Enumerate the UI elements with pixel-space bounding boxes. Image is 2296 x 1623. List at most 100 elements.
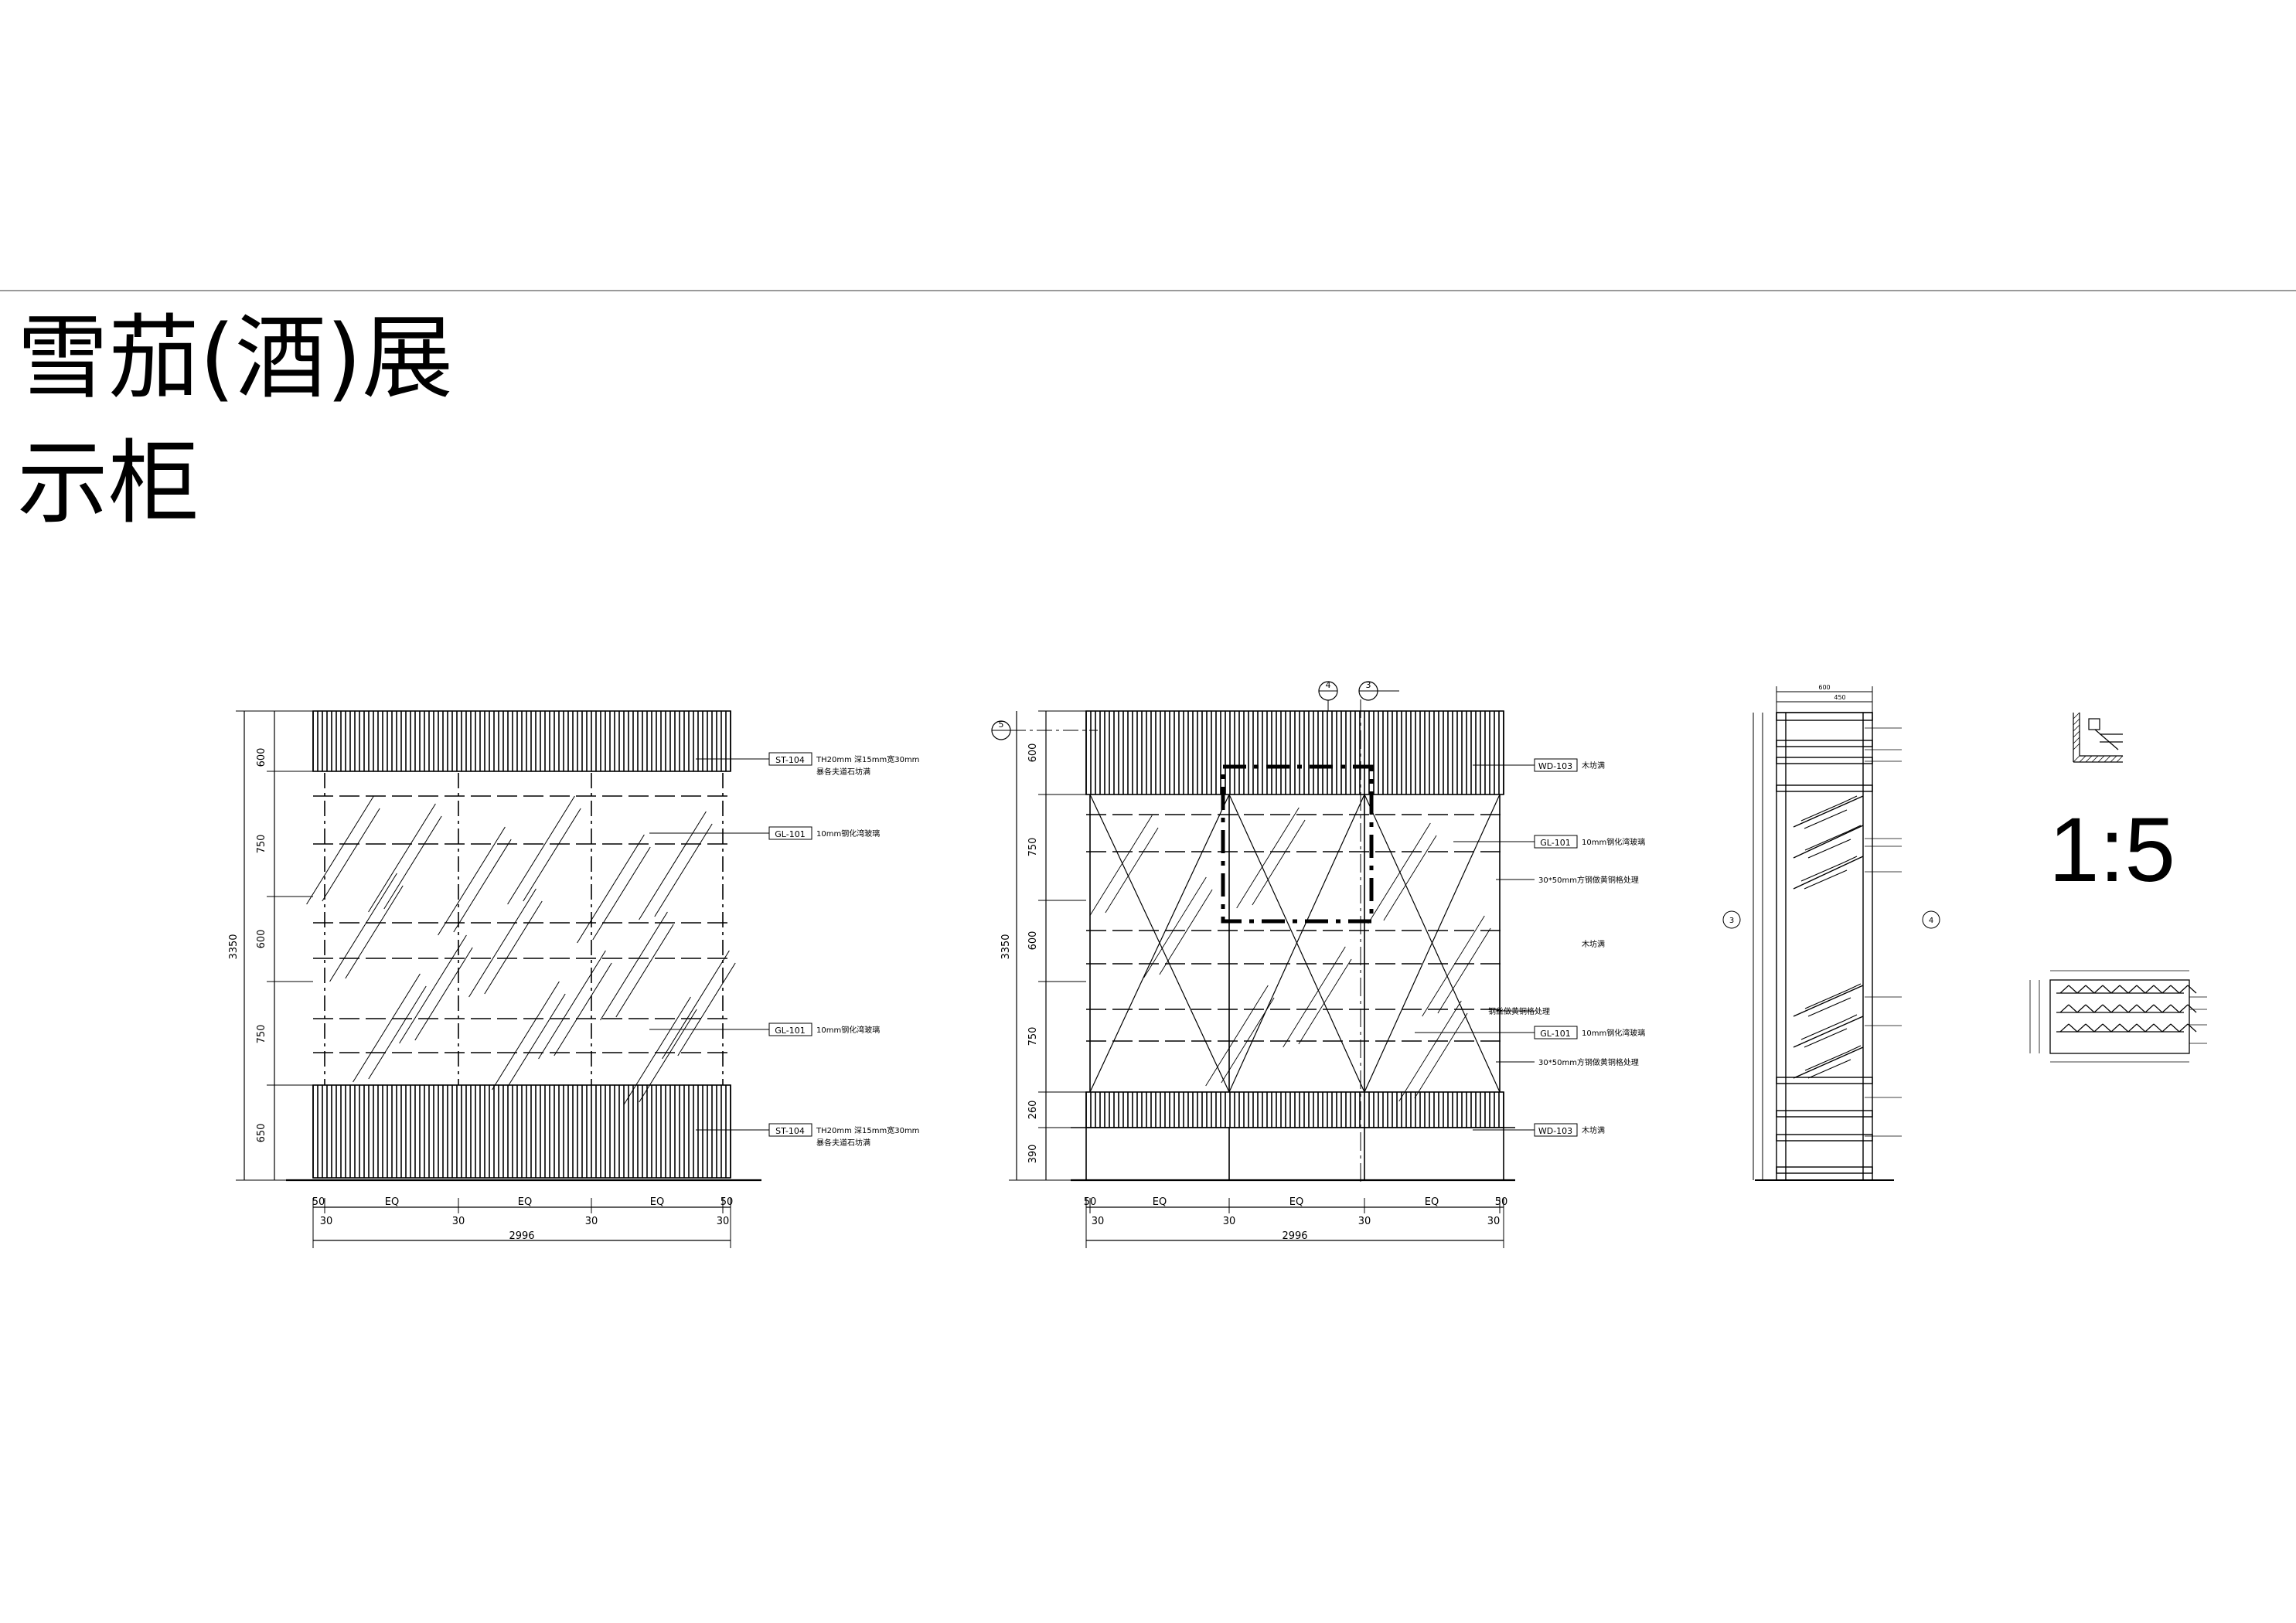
rack-arc-line — [2136, 1004, 2146, 1013]
glass-hatch-line — [1089, 815, 1153, 917]
glass-hatch-line — [322, 808, 380, 902]
lattice-line — [1228, 794, 1298, 944]
glass-hatch-line — [1236, 807, 1300, 909]
bottle-line — [1804, 809, 1848, 829]
elevation-a-dim-total-width: 2996 — [509, 1230, 534, 1242]
glass-hatch-line — [1298, 958, 1352, 1045]
lattice-line — [1431, 942, 1501, 1093]
elevation-b-dim-h-5: 50 — [1495, 1196, 1508, 1208]
glass-hatch-line — [1422, 915, 1485, 1017]
detail-hatch-line — [2110, 755, 2117, 763]
rack-arc-line — [2093, 985, 2104, 994]
elevation-a-dim-total-height: 3350 — [228, 934, 240, 959]
elevation-b-dim-h-3: EQ — [1289, 1196, 1303, 1208]
rack-arc-line — [2161, 1004, 2172, 1013]
rack-arc-line — [2178, 1023, 2189, 1033]
glass-hatch-line — [662, 950, 730, 1060]
detail-hatch-line — [2085, 755, 2093, 763]
elevation-b-dim-h-1: 50 — [1084, 1196, 1097, 1208]
rack-arc-line — [2102, 985, 2112, 994]
bottle-line — [1807, 839, 1851, 859]
detail-hatch-line — [2073, 718, 2080, 726]
elevation-a-callout-text-4: TH20mm 深15mm宽30mm — [816, 1125, 919, 1135]
elevation-b-callout-text-1: 木坊满 — [1582, 760, 1605, 771]
lattice-line — [1159, 794, 1230, 944]
elevation-a-dim-m-3: 30 — [585, 1216, 598, 1227]
bottle-line — [1800, 1020, 1845, 1040]
glass-hatch-line — [538, 950, 606, 1060]
glass-hatch-line — [600, 911, 668, 1021]
elevation-a-labels: 600 750 600 750 650 3350 50 EQ EQ EQ 50 … — [228, 748, 919, 1242]
section-c-marker-1: 3 — [1729, 917, 1734, 925]
elevation-a-dim-v-5: 650 — [256, 1124, 267, 1143]
glass-hatch-line — [577, 834, 645, 944]
rack-arc-line — [2119, 1023, 2129, 1033]
detail-hatch-line — [2073, 755, 2080, 763]
glass-hatch-line — [654, 823, 713, 917]
elevation-a-dim-m-1: 30 — [320, 1216, 333, 1227]
bottle-line — [1804, 1028, 1848, 1048]
elevation-a-callout-text-4b: 暴各夫道石坊满 — [816, 1138, 870, 1148]
elevation-a-dim-h-4: EQ — [650, 1196, 664, 1208]
elevation-b-dim-h-4: EQ — [1425, 1196, 1439, 1208]
bottle-line — [1843, 795, 1858, 803]
elevation-a — [236, 710, 812, 1248]
elevation-b-dim-h-2: EQ — [1153, 1196, 1167, 1208]
glass-hatch-line — [438, 826, 506, 936]
glass-hatch-line — [368, 985, 427, 1080]
bottle-line — [1804, 989, 1848, 1009]
glass-hatch-line — [414, 947, 473, 1041]
elevation-b-callout-text-7: 30*50mm方钢做黄铜格处理 — [1538, 1057, 1639, 1067]
rack-arc-line — [2110, 985, 2121, 994]
glass-hatch-line — [1252, 819, 1306, 906]
rack-arc-line — [2161, 1023, 2172, 1033]
bottle-line — [1843, 1014, 1858, 1022]
rack-arc-line — [2144, 1023, 2155, 1033]
elevation-b-dim-total-height: 3350 — [1000, 934, 1012, 959]
elevation-a-callout-tag-1: ST-104 — [775, 755, 805, 765]
elevation-b-dim-v-2: 750 — [1027, 838, 1039, 857]
elevation-b-dim-total-width: 2996 — [1282, 1230, 1307, 1242]
glass-hatch-line — [1143, 876, 1207, 978]
bottle-line — [1804, 869, 1848, 890]
elevation-b-labels: 4 3 5 600 750 600 750 260 390 3350 50 EQ… — [999, 680, 1646, 1242]
glass-hatch-line — [1383, 835, 1437, 921]
lattice-line — [1364, 794, 1433, 944]
elevation-b-dim-m-2: 30 — [1223, 1216, 1236, 1227]
rack-arc-line — [2068, 985, 2078, 994]
elevation-a-dim-h-1: 50 — [312, 1196, 325, 1208]
lattice-line — [1159, 942, 1230, 1093]
section-c-outline — [1776, 712, 1873, 1181]
glass-hatch-line — [1283, 946, 1346, 1048]
elevation-a-dim-v-1: 600 — [256, 748, 267, 767]
rack-arc-line — [2170, 1004, 2180, 1013]
lattice-line — [1089, 794, 1160, 944]
rack-arc-line — [2178, 985, 2189, 994]
glass-hatch-line — [345, 885, 404, 979]
elevation-b-bottom-slats — [1085, 1092, 1504, 1128]
glass-hatch-line — [677, 962, 736, 1056]
elevation-b-marker-1: 4 — [1326, 680, 1331, 690]
elevation-a-callout-text-1: TH20mm 深15mm宽30mm — [816, 754, 919, 764]
elevation-b-callout-text-4: 木坊满 — [1582, 939, 1605, 949]
lattice-line — [1228, 942, 1298, 1093]
bottle-line — [1800, 801, 1845, 822]
glass-hatch-line — [492, 981, 560, 1091]
elevation-b-callout-text-3: 30*50mm方钢做黄铜格处理 — [1538, 875, 1639, 885]
bottle-line — [1800, 862, 1845, 882]
bottle-line — [1843, 856, 1858, 863]
detail-hatch-line — [2116, 755, 2124, 763]
rack-arc-line — [2187, 985, 2197, 994]
rack-arc-line — [2170, 985, 2180, 994]
elevation-a-callout-tag-4: ST-104 — [775, 1126, 805, 1136]
glass-hatch-line — [507, 795, 575, 905]
elevation-b-diagonal-lattice — [1089, 794, 1501, 1093]
rack-arc-line — [2085, 1004, 2095, 1013]
rack-arc-line — [2127, 1004, 2138, 1013]
detail-hatch-line — [2073, 724, 2080, 732]
lattice-line — [1089, 942, 1160, 1093]
glass-hatch-line — [623, 996, 691, 1106]
rack-arc-line — [2144, 1004, 2155, 1013]
elevation-a-dim-m-2: 30 — [452, 1216, 465, 1227]
detail-rack — [2029, 970, 2207, 1063]
